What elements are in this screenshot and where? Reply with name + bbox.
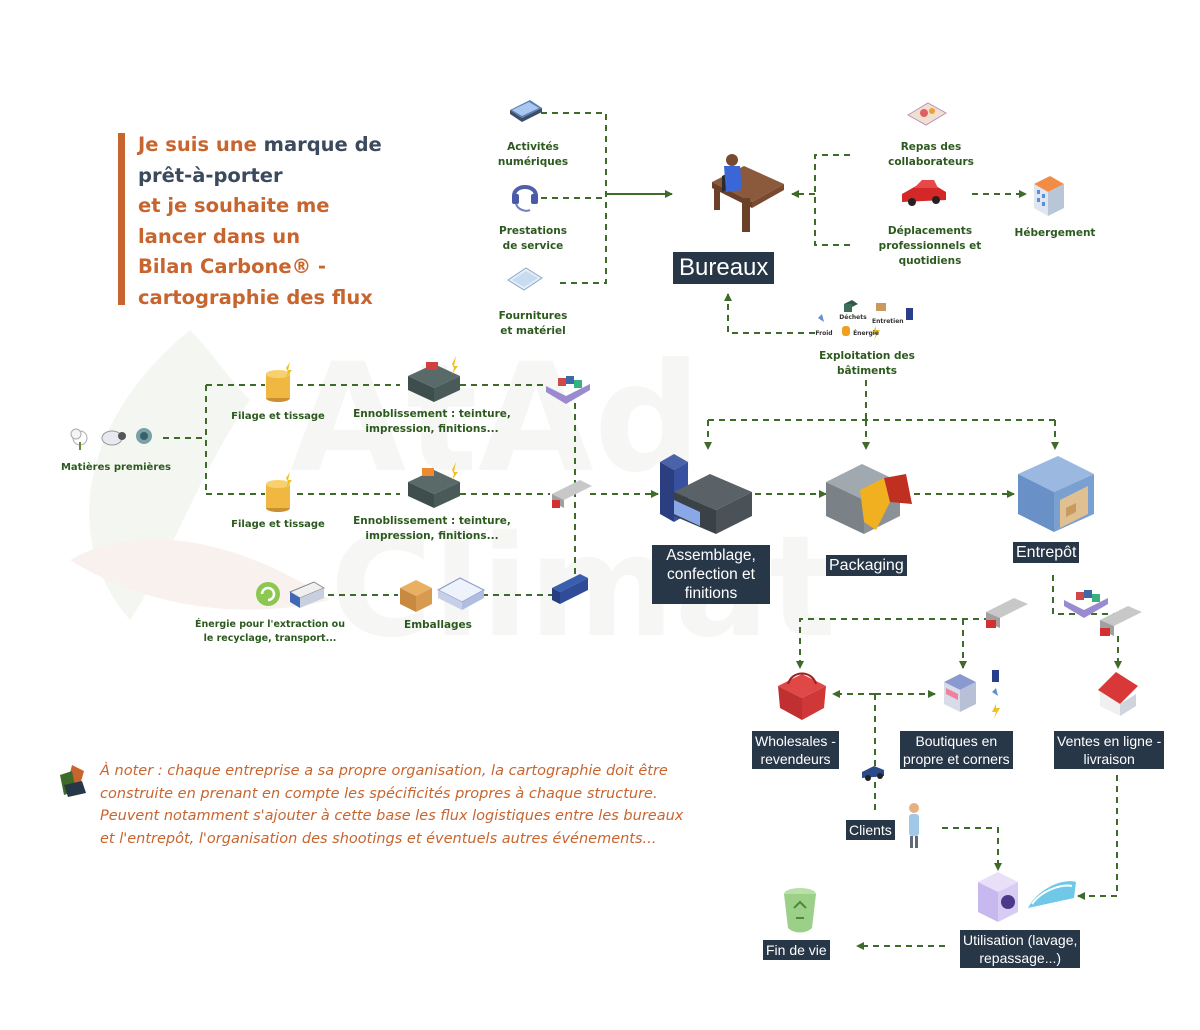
node-ventes: Ventes en ligne -livraison — [1054, 731, 1165, 769]
title-line1-a: Je suis une — [138, 133, 257, 156]
label-entretien: Entretien — [872, 318, 904, 325]
assembly-factory-icon — [660, 454, 752, 534]
label-energie-small: Énergie — [853, 330, 879, 337]
node-bureaux: Bureaux — [673, 252, 775, 284]
title-line4: lancer dans un — [138, 224, 301, 248]
title-line5: Bilan Carbone® - — [138, 255, 326, 278]
factory-icon-2 — [408, 462, 460, 508]
office-worker-icon — [712, 154, 784, 232]
warehouse-icon — [1018, 456, 1094, 532]
label-filage-1: Filage et tissage — [231, 411, 325, 422]
washing-machine-icon — [978, 872, 1018, 922]
hotel-icon — [1034, 176, 1064, 216]
laptop-icon — [510, 100, 542, 122]
node-utilisation: Utilisation (lavage,repassage...) — [960, 930, 1081, 968]
label-filage-2: Filage et tissage — [231, 519, 325, 530]
shop-icon — [944, 674, 976, 712]
recycle-bin-icon — [784, 888, 816, 933]
note-paragraph-2: Peuvent notamment s'ajouter à cette base… — [100, 808, 684, 847]
label-hebergement: Hébergement — [1014, 227, 1096, 239]
title-line1-b: marque de — [263, 133, 382, 156]
title-accent-bar — [118, 133, 125, 305]
note-paragraph-1: À noter : chaque entreprise a sa propre … — [100, 763, 668, 802]
cotton-icon — [70, 428, 88, 450]
building-utilities-icons — [818, 300, 913, 340]
fiber-icon — [136, 428, 152, 444]
food-tray-icon — [907, 102, 947, 126]
shop-utilities-icon — [992, 670, 1000, 718]
spool-icon-2 — [266, 472, 292, 512]
truck-icon-1 — [552, 480, 592, 508]
basket-icon — [778, 672, 826, 720]
ship-icon-2 — [1064, 590, 1108, 618]
label-ennoblissement-1: Ennoblissement : teinture,impression, fi… — [353, 408, 511, 435]
packing-icon — [436, 577, 486, 610]
bus-icon — [288, 581, 326, 608]
headset-icon — [512, 185, 538, 212]
arrow-exploitation-bureaux — [724, 293, 815, 334]
box-icon — [400, 580, 432, 612]
node-fin-de-vie: Fin de vie — [763, 940, 830, 960]
page-title: Je suis une marque de prêt-à-porter et j… — [138, 130, 398, 313]
client-person-icon — [909, 803, 919, 848]
supplies-icon — [507, 267, 543, 291]
truck-icon-4 — [1100, 606, 1142, 636]
flow-connectors — [163, 112, 1125, 950]
node-packaging: Packaging — [826, 555, 907, 576]
title-line2: prêt-à-porter — [138, 163, 283, 187]
label-dechets: Déchets — [839, 314, 867, 321]
note-leaf-icon — [60, 765, 86, 797]
node-clients: Clients — [846, 820, 895, 840]
factory-icon-1 — [408, 356, 460, 402]
title-line6: cartographie des flux — [138, 285, 373, 309]
node-entrepot: Entrepôt — [1013, 542, 1080, 563]
label-matieres: Matières premières — [60, 462, 171, 473]
note-text: À noter : chaque entreprise a sa propre … — [100, 760, 700, 850]
label-emballages: Emballages — [404, 619, 472, 631]
title-line3: et je souhaite me — [138, 194, 330, 217]
car-icon — [902, 180, 946, 206]
sheep-icon — [101, 430, 126, 446]
ship-icon-1 — [546, 376, 590, 404]
label-ennoblissement-2: Ennoblissement : teinture,impression, fi… — [353, 515, 511, 542]
house-icon — [1098, 672, 1138, 716]
truck-icon-3 — [986, 598, 1028, 628]
truck-icon-2 — [552, 574, 588, 604]
watermark-text-1: AtAd — [290, 332, 701, 506]
node-wholesales: Wholesales -revendeurs — [752, 731, 839, 769]
label-froid: Froid — [815, 330, 833, 337]
packaging-factory-icon — [826, 464, 912, 534]
spool-icon-1 — [266, 362, 292, 402]
iron-icon — [1028, 881, 1076, 908]
person-car-icon — [862, 766, 884, 781]
recycle-energy-icon — [256, 582, 280, 606]
